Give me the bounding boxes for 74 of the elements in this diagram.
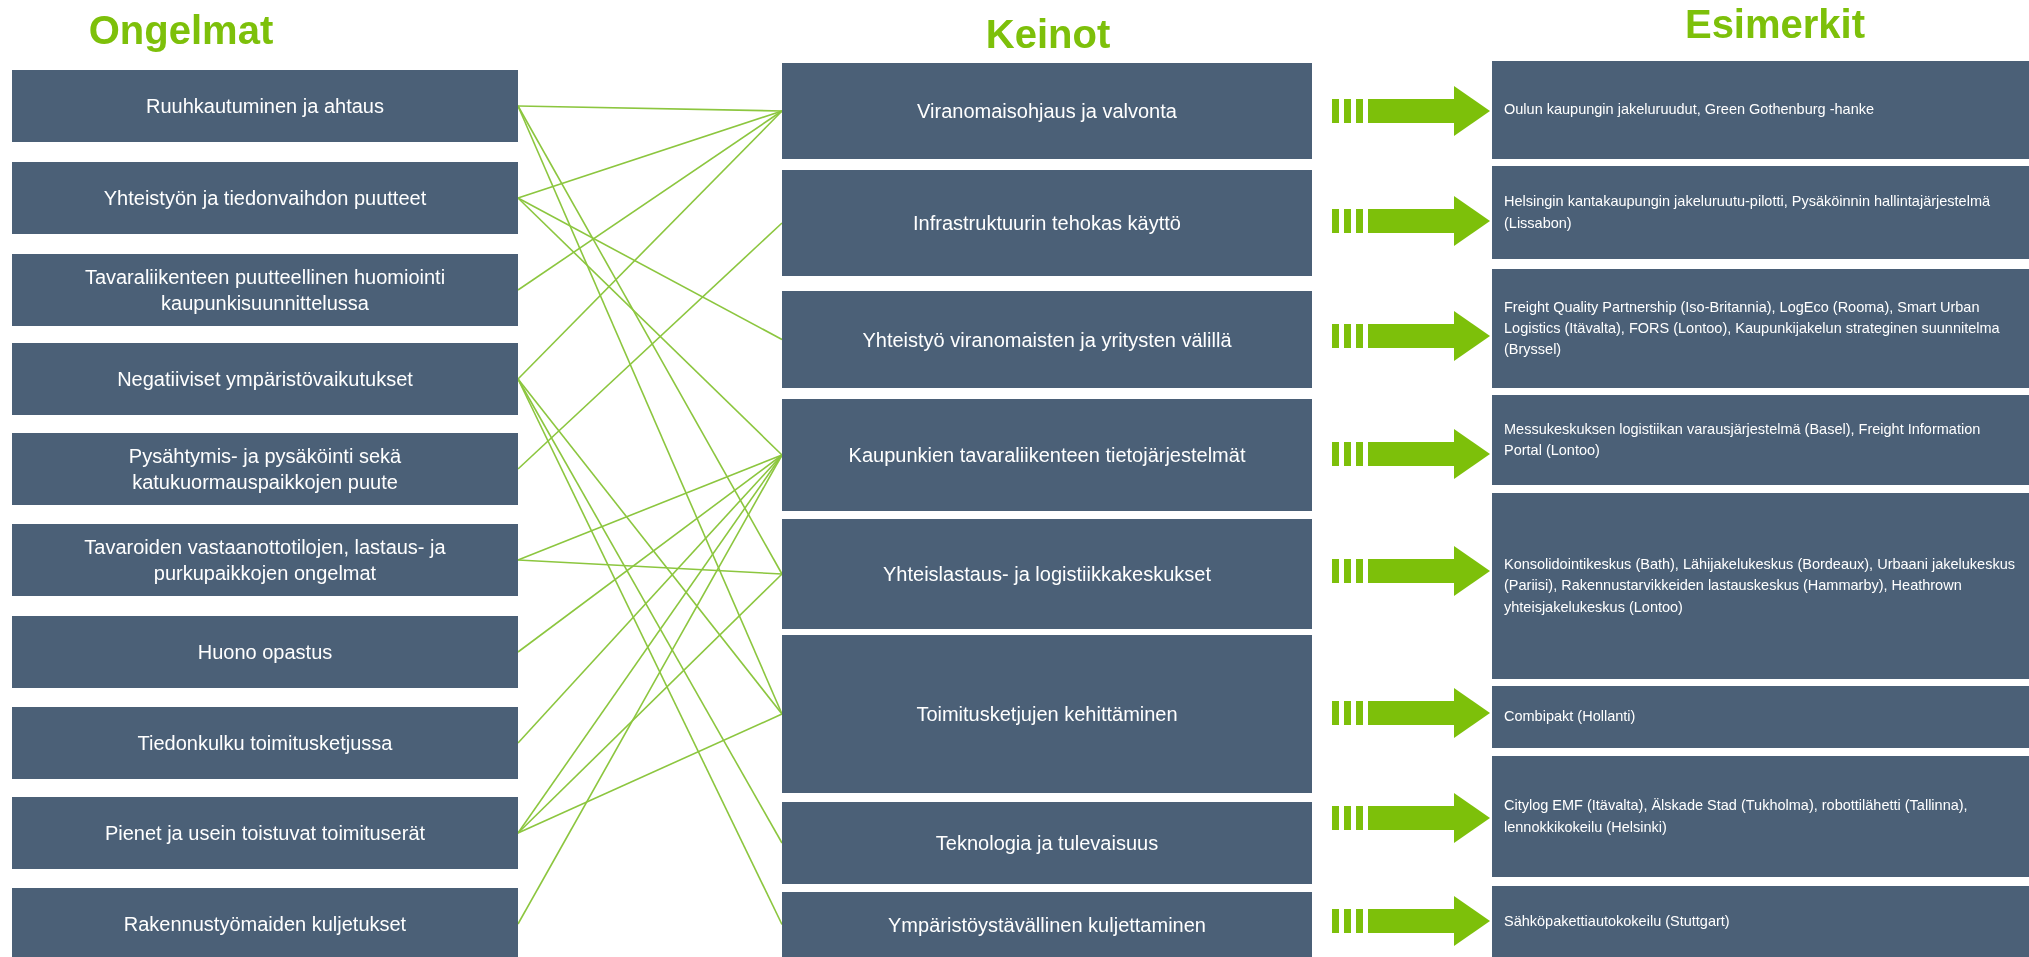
example-box [1492, 686, 2029, 748]
problem-text: Rakennustyömaiden kuljetukset [123, 912, 407, 937]
connector-line [517, 454, 783, 653]
measure-text: Teknologia ja tulevaisuus [935, 831, 1159, 856]
connector-line [517, 454, 783, 561]
example-box [1492, 166, 2029, 259]
measure-box [782, 291, 1312, 388]
block-arrow [1332, 86, 1490, 136]
problem-text: Ruuhkautuminen ja ahtaus [146, 94, 384, 119]
column-heading: Ongelmat [88, 8, 274, 53]
problem-text: Pienet ja usein toistuvat toimituserät [104, 821, 426, 846]
measure-text: Infrastruktuurin tehokas käyttö [913, 211, 1181, 236]
problem-text: Tavaraliikenteen puutteellinen huomiointi kaupunkisuunnittelussa [83, 265, 447, 316]
problem-box [12, 524, 518, 596]
measure-text: Yhteislastaus- ja logistiikkakeskukset [883, 562, 1211, 587]
problem-text: Huono opastus [197, 640, 333, 665]
measure-box [782, 170, 1312, 276]
example-text: Oulun kaupungin jakeluruudut, Green Gothenburg -hanke [1504, 100, 1874, 120]
problem-text: Pysähtymis- ja pysäköinti sekä katukuormauspaikkojen puute [127, 444, 403, 495]
measure-box [782, 802, 1312, 884]
problem-box [12, 797, 518, 869]
block-arrow [1332, 688, 1490, 738]
column-heading: Esimerkit [1684, 2, 1866, 47]
problem-text: Yhteistyön ja tiedonvaihdon puutteet [103, 186, 427, 211]
example-box [1492, 61, 2029, 159]
connector-line [517, 110, 783, 380]
block-arrow [1332, 196, 1490, 246]
connector-line [517, 197, 783, 341]
measure-box [782, 399, 1312, 511]
block-arrow [1332, 896, 1490, 946]
measure-box [782, 892, 1312, 957]
connector-line [517, 110, 783, 291]
example-box [1492, 269, 2029, 388]
measure-text: Kaupunkien tavaraliikenteen tietojärjestelmät [848, 443, 1246, 468]
problem-box [12, 433, 518, 505]
example-box [1492, 395, 2029, 485]
block-arrow [1332, 429, 1490, 479]
example-box [1492, 756, 2029, 877]
problem-box [12, 70, 518, 142]
measure-box [782, 635, 1312, 793]
example-box [1492, 886, 2029, 957]
problem-box [12, 343, 518, 415]
example-text: Sähköpakettiautokokeilu (Stuttgart) [1504, 912, 1730, 931]
column-heading: Keinot [985, 12, 1111, 57]
example-text: Freight Quality Partnership (Iso-Britannia), LogEco (Rooma), Smart Urban Logistics (Itävalta), FORS (Lontoo), Kaupunkijakelun strateginen suunnitelma (Bryssel) [1504, 297, 2001, 359]
block-arrow [1332, 311, 1490, 361]
measure-text: Ympäristöystävällinen kuljettaminen [888, 912, 1206, 938]
connector-line [517, 110, 783, 199]
measure-text: Yhteistyö viranomaisten ja yritysten välillä [862, 327, 1232, 353]
measure-text: Toimitusketjujen kehittäminen [916, 702, 1178, 727]
problem-box [12, 888, 518, 957]
connector-line [517, 713, 783, 834]
problem-box [12, 162, 518, 234]
block-arrow [1332, 546, 1490, 596]
problem-text: Negatiiviset ympäristövaikutukset [117, 367, 413, 392]
problem-text: Tavaroiden vastaanottotilojen, lastaus- ja purkupaikkojen ongelmat [83, 535, 447, 586]
connector-line [517, 559, 783, 575]
problem-text: Tiedonkulku toimitusketjussa [137, 731, 393, 756]
example-text: Citylog EMF (Itävalta), Älskade Stad (Tukholma), robottilähetti (Tallinna), lennokkikokeilu (Helsinki) [1504, 796, 1969, 837]
connector-line [517, 378, 783, 715]
example-text: Konsolidointikeskus (Bath), Lähijakelukeskus (Bordeaux), Urbaani jakelukeskus (Pariisi), Rakennustarvikkeiden lastauskeskus (Hammarby), Heathrown yhteisjakelukeskus (Lontoo) [1504, 555, 2016, 617]
connector-line [517, 573, 783, 834]
measure-box [782, 63, 1312, 159]
problem-box [12, 254, 518, 326]
connector-line [517, 105, 783, 112]
example-text: Combipakt (Hollanti) [1504, 707, 1636, 727]
block-arrow [1332, 793, 1490, 843]
example-box [1492, 493, 2029, 679]
problem-box [12, 707, 518, 779]
example-text: Messukeskuksen logistiikan varausjärjestelmä (Basel), Freight Information Portal (Lontoo) [1504, 420, 1982, 460]
measure-text: Viranomaisohjaus ja valvonta [917, 99, 1177, 124]
problem-box [12, 616, 518, 688]
measure-box [782, 519, 1312, 629]
example-text: Helsingin kantakaupungin jakeluruutu-pilotti, Pysäköinnin hallintajärjestelmä (Lissabon) [1504, 192, 1992, 233]
